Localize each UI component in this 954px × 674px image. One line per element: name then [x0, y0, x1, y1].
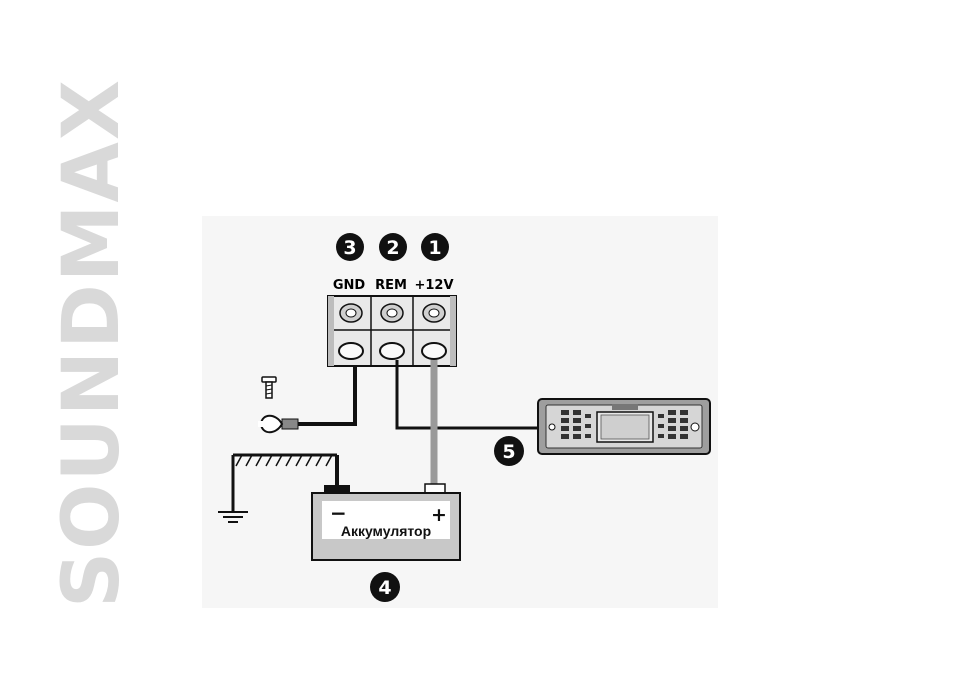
badge-number: 4 [378, 577, 391, 599]
badge-number: 1 [428, 237, 441, 259]
terminal-badge-12v: 1 [421, 233, 449, 261]
terminal-screw-12v [423, 304, 445, 322]
terminal-block [328, 296, 456, 366]
battery: − + Аккумулятор [312, 484, 460, 560]
badge-number: 5 [502, 441, 515, 463]
head-unit-icon [538, 399, 710, 454]
terminal-label-12v: +12V [414, 278, 453, 293]
terminal-label-gnd: GND [333, 278, 366, 293]
badge-number: 2 [386, 237, 399, 259]
terminal-badge-gnd: 3 [336, 233, 364, 261]
badge-number: 3 [343, 237, 356, 259]
terminal-socket-gnd [339, 343, 363, 359]
battery-minus: − [330, 501, 347, 525]
rem-wire [397, 360, 544, 428]
battery-plus: + [431, 504, 447, 526]
ring-terminal-icon [258, 416, 298, 433]
terminal-badge-rem: 2 [379, 233, 407, 261]
battery-badge: 4 [370, 572, 400, 602]
head-unit-badge: 5 [494, 436, 524, 466]
terminal-socket-rem [380, 343, 404, 359]
gnd-wire [298, 366, 355, 424]
screw-icon [262, 377, 276, 398]
terminal-screw-gnd [340, 304, 362, 322]
terminal-socket-12v [422, 343, 446, 359]
battery-label: Аккумулятор [341, 523, 431, 539]
terminal-label-rem: REM [375, 278, 407, 293]
ground-symbol-icon [218, 512, 248, 522]
terminal-screw-rem [381, 304, 403, 322]
